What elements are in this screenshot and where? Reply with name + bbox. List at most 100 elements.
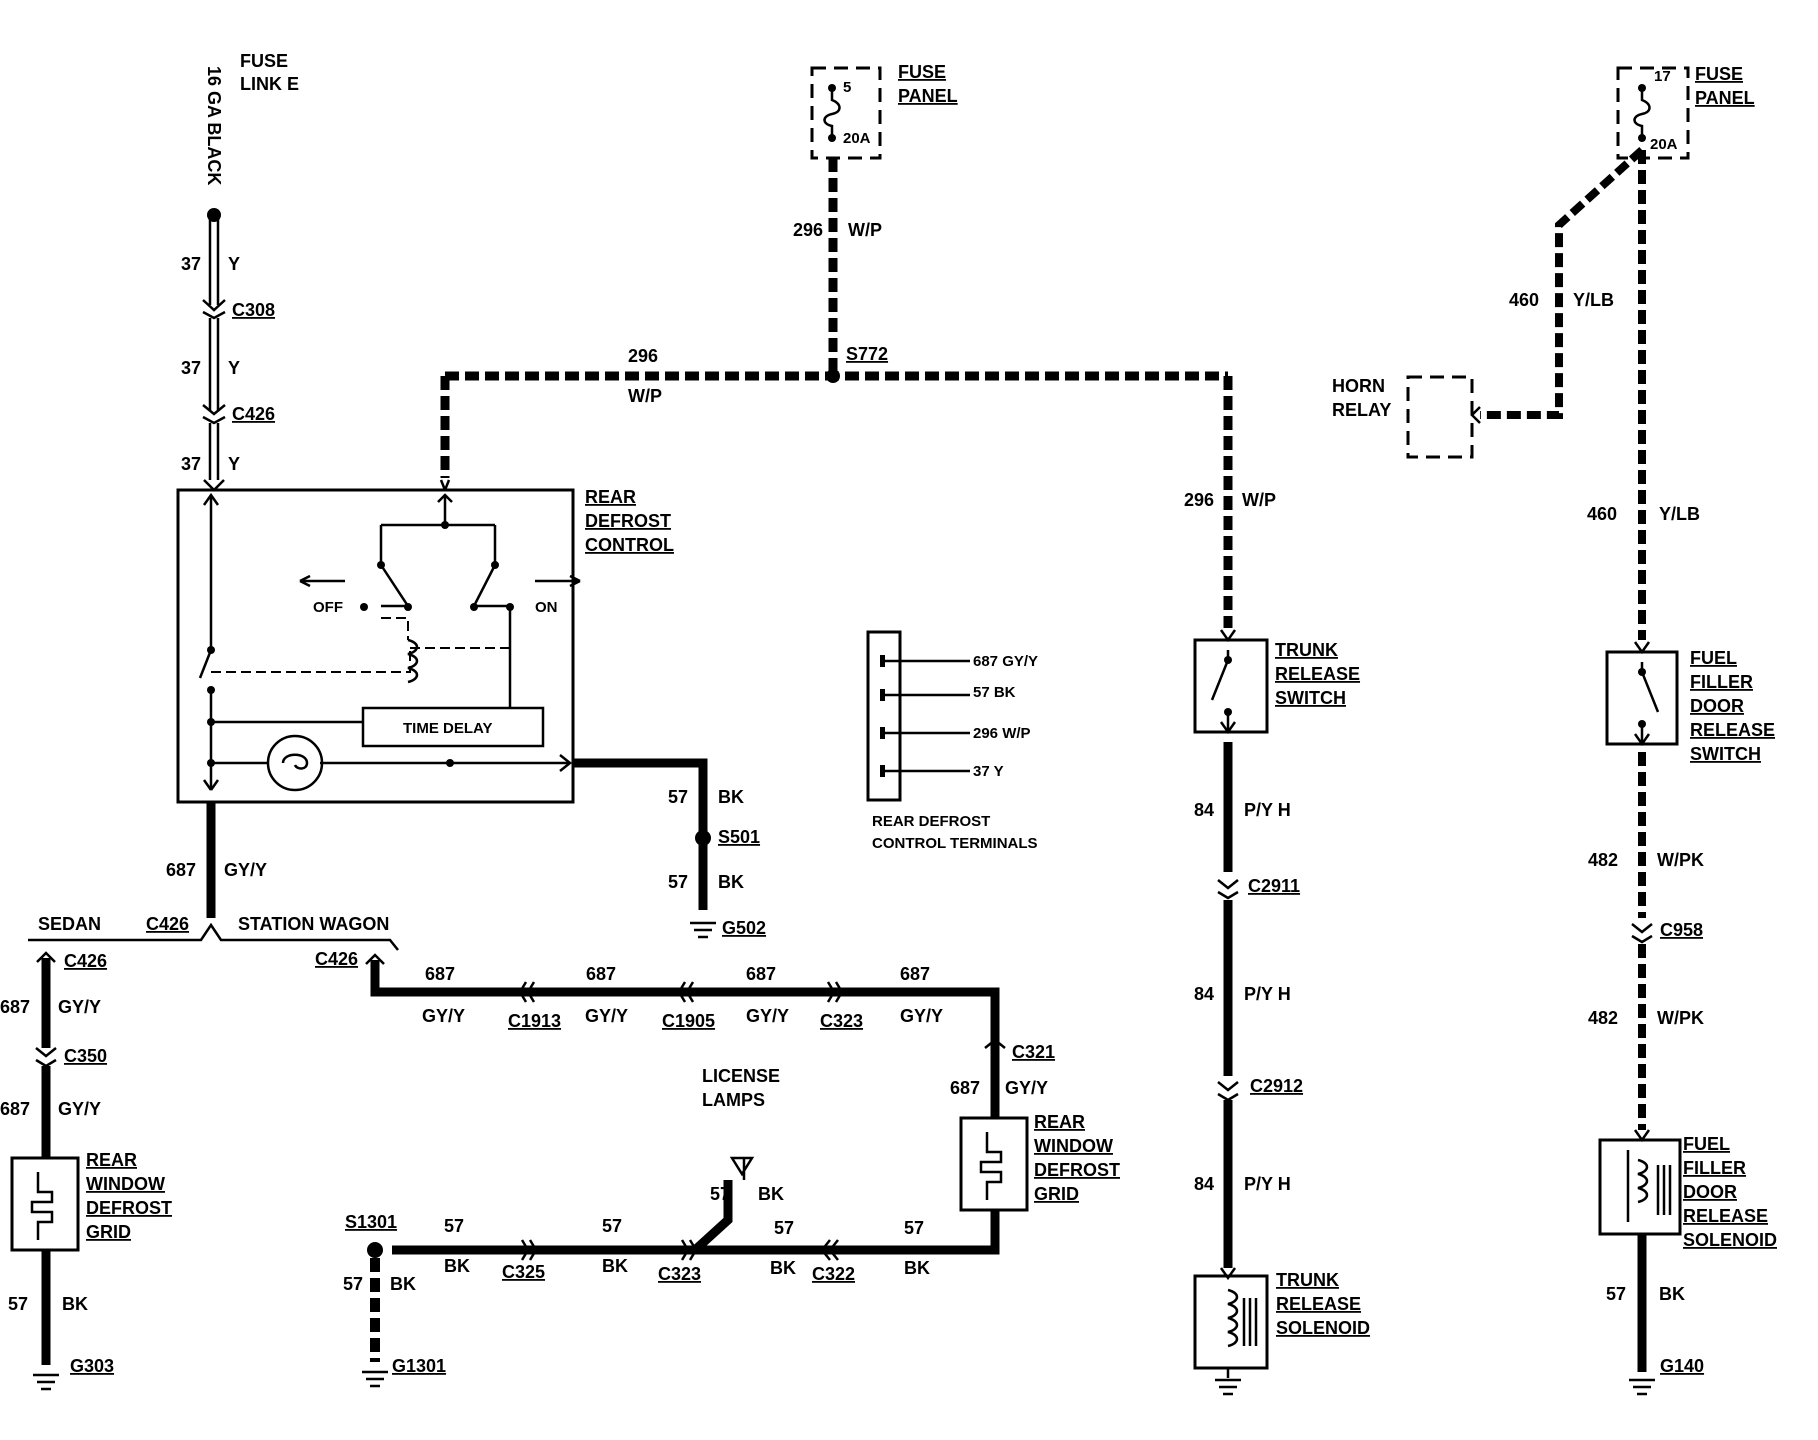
wire-460-circuit-1: 460 [1509, 290, 1539, 310]
ground-g303-symbol [33, 1373, 59, 1391]
connector-c426-split: C426 [146, 914, 189, 934]
wire-57-color-sedan: BK [62, 1294, 88, 1314]
wire-687-color-wagon-5: GY/Y [1005, 1078, 1048, 1098]
terminal-pin-1 [880, 655, 885, 667]
wire-57-color-g502-2: BK [718, 872, 744, 892]
fuse-panel-left-label-1: FUSE [898, 62, 946, 82]
fuel-switch-label-5: SWITCH [1690, 744, 1761, 764]
fuel-solenoid-label-2: FILLER [1683, 1158, 1746, 1178]
splice-s501 [695, 830, 711, 846]
rear-defrost-control-title-2: DEFROST [585, 511, 671, 531]
grid-right-label-2: WINDOW [1034, 1136, 1113, 1156]
wire-482-color-1: W/PK [1657, 850, 1704, 870]
wire-482-color-2: W/PK [1657, 1008, 1704, 1028]
wire-84-color-3: P/Y H [1244, 1174, 1291, 1194]
splice-s501-label: S501 [718, 827, 760, 847]
wire-687-circuit-sedan-1: 687 [0, 997, 30, 1017]
wire-37-circuit-2: 37 [181, 358, 201, 378]
connector-c1905: C1905 [662, 1011, 715, 1031]
trunk-solenoid-label-1: TRUNK [1276, 1270, 1339, 1290]
control-node-5 [446, 759, 454, 767]
wire-84-circuit-3: 84 [1194, 1174, 1214, 1194]
wire-37-seg3 [208, 423, 220, 480]
wire-57-circuit-wagon-1: 57 [904, 1218, 924, 1238]
wire-57-color-wagon-1: BK [904, 1258, 930, 1278]
wire-687-color-sedan-2: GY/Y [58, 1099, 101, 1119]
wagon-entry-arrow [365, 953, 385, 965]
trunk-release-switch-box [1193, 638, 1269, 734]
wire-57-color-wagon-2: BK [770, 1258, 796, 1278]
grid-left-label-2: WINDOW [86, 1174, 165, 1194]
rear-defrost-control-box [176, 488, 575, 804]
ground-g1301-label: G1301 [392, 1356, 446, 1376]
trunk-switch-label-3: SWITCH [1275, 688, 1346, 708]
fuse-panel-right-number: 17 [1654, 68, 1671, 85]
ground-trunk-solenoid [1215, 1368, 1241, 1396]
trunk-switch-contact [1224, 708, 1232, 716]
fuse-panel-right-label-2: PANEL [1695, 88, 1755, 108]
sedan-entry-arrow [36, 951, 56, 963]
time-delay-box [361, 706, 545, 748]
wire-57-color-fuel: BK [1659, 1284, 1685, 1304]
wire-57-circuit-wagon-3: 57 [602, 1216, 622, 1236]
grid-right-label-3: DEFROST [1034, 1160, 1120, 1180]
terminal-label-2: 57 BK [973, 684, 1016, 701]
grid-left-label-3: DEFROST [86, 1198, 172, 1218]
rear-window-grid-left-box [10, 1156, 80, 1252]
connector-c308: C308 [232, 300, 275, 320]
fuel-switch-label-1: FUEL [1690, 648, 1737, 668]
fuel-switch-contact [1638, 720, 1646, 728]
connector-c323-b: C323 [658, 1264, 701, 1284]
wire-37-color-2: Y [228, 358, 240, 378]
grid-right-label-4: GRID [1034, 1184, 1079, 1204]
wire-57-circuit-g502-2: 57 [668, 872, 688, 892]
relay-coil [407, 638, 419, 684]
wire-687-color-sedan-1: GY/Y [58, 997, 101, 1017]
license-lamps-label-1: LICENSE [702, 1066, 780, 1086]
horn-relay-entry [1470, 406, 1481, 424]
terminals-caption-1: REAR DEFROST [872, 813, 990, 830]
connector-c325-symbol [520, 1239, 538, 1261]
rear-defrost-control-title-1: REAR [585, 487, 636, 507]
wire-687-circuit-wagon-4: 687 [900, 964, 930, 984]
wire-460-color-1: Y/LB [1573, 290, 1614, 310]
horn-relay-label-1: HORN [1332, 376, 1385, 396]
trunk-switch-pivot [1224, 656, 1232, 664]
wire-57-circuit-wagon-2: 57 [774, 1218, 794, 1238]
wire-57-color-s1301: BK [390, 1274, 416, 1294]
wire-687-color-wagon-4: GY/Y [900, 1006, 943, 1026]
connector-c350-symbol [35, 1047, 57, 1068]
ground-g502-label: G502 [722, 918, 766, 938]
wire-687-wagon-horizontal [370, 960, 1000, 1118]
fuel-switch-label-3: DOOR [1690, 696, 1744, 716]
wire-687-color-wagon-3: GY/Y [746, 1006, 789, 1026]
trunk-solenoid-label-2: RELEASE [1276, 1294, 1361, 1314]
wire-84-circuit-2: 84 [1194, 984, 1214, 1004]
rear-window-grid-right-box [959, 1116, 1029, 1212]
switch-on-arrow [535, 574, 581, 588]
connector-c322: C322 [812, 1264, 855, 1284]
wire-687-circuit-wagon-3: 687 [746, 964, 776, 984]
switch-common [379, 493, 497, 565]
wire-296-color-3: W/P [1242, 490, 1276, 510]
wire-57-circuit-g502-1: 57 [668, 787, 688, 807]
terminal-label-3: 296 W/P [973, 725, 1031, 742]
fuse-link-gauge: 16 GA BLACK [204, 66, 224, 185]
control-internal-dashed [211, 647, 512, 673]
control-internal-lines [202, 720, 568, 791]
wire-57-license-lamp [691, 1180, 733, 1254]
control-internal-switch [198, 649, 213, 790]
connector-c350: C350 [64, 1046, 107, 1066]
switch-right-blade [472, 564, 510, 608]
connector-c323: C323 [820, 1011, 863, 1031]
wire-687-color-main: GY/Y [224, 860, 267, 880]
wire-84-color-2: P/Y H [1244, 984, 1291, 1004]
fuel-solenoid-label-5: SOLENOID [1683, 1230, 1777, 1250]
indicator-lamp-filament [281, 753, 309, 770]
wire-296-circuit-1: 296 [793, 220, 823, 240]
switch-left-blade [379, 564, 410, 608]
trunk-switch-contacts [1210, 629, 1237, 735]
trunk-switch-label-2: RELEASE [1275, 664, 1360, 684]
connector-c426-wagon: C426 [315, 949, 358, 969]
